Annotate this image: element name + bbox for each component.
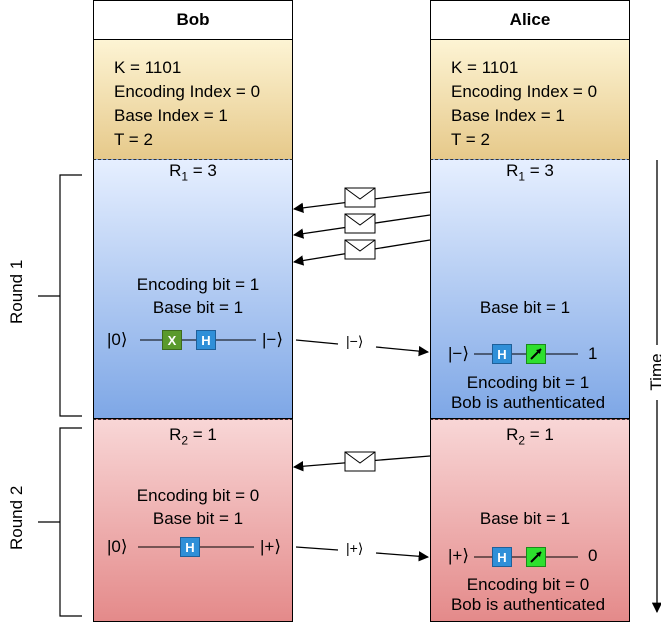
round1-label: Round 1 [7,259,26,324]
round2-qubit-message: |+⟩ [346,540,364,556]
alice-r2-base-bit: Base bit = 1 [479,509,571,528]
bob-param-base-index: Base Index = 1 [114,106,228,125]
alice-r1-auth: Bob is authenticated [450,393,606,412]
bob-r2-input-state: |0⟩ [107,537,128,556]
bob-r1-input-state: |0⟩ [107,330,128,349]
bob-param-encoding-index: Encoding Index = 0 [114,82,261,101]
bob-r1-output-state: |−⟩ [262,330,283,349]
alice-r1-label: R1 = 3 [506,161,554,184]
bob-r1-base-bit: Base bit = 1 [152,298,244,317]
envelope-icon [344,213,376,234]
alice-r1-input-state: |−⟩ [448,344,469,363]
round2-label: Round 2 [7,485,26,550]
bob-r1-label: R1 = 3 [169,161,217,184]
bob-param-t: T = 2 [114,130,153,149]
alice-r1-base-bit: Base bit = 1 [479,298,571,317]
bob-param-k: K = 1101 [114,58,182,77]
alice-round2-panel [430,419,630,622]
alice-r1-encoding-bit: Encoding bit = 1 [466,373,590,392]
alice-param-t: T = 2 [451,130,490,149]
h-gate-icon: H [180,537,200,557]
alice-r2-auth: Bob is authenticated [450,595,606,614]
h-gate-icon: H [492,547,512,567]
bob-params: K = 1101 Encoding Index = 0 Base Index =… [93,40,293,159]
bob-r2-encoding-bit: Encoding bit = 0 [136,486,260,505]
alice-r2-input-state: |+⟩ [448,546,469,565]
measurement-icon [526,344,546,364]
alice-r2-measurement: 0 [588,546,598,565]
bob-r2-base-bit: Base bit = 1 [152,509,244,528]
x-gate-icon: X [162,330,182,350]
bob-header: Bob [93,0,293,40]
bob-r2-label: R2 = 1 [169,425,217,448]
alice-param-k: K = 1101 [451,58,519,77]
bob-round1-panel [93,159,293,419]
alice-r1-measurement: 1 [588,344,598,363]
bob-round2-panel [93,419,293,622]
bob-r1-encoding-bit: Encoding bit = 1 [136,275,260,294]
alice-round1-panel [430,159,630,419]
bob-r2-output-state: |+⟩ [260,537,281,556]
alice-r2-encoding-bit: Encoding bit = 0 [466,575,590,594]
alice-params: K = 1101 Encoding Index = 0 Base Index =… [430,40,630,159]
h-gate-icon: H [492,344,512,364]
time-label: Time [647,353,661,391]
envelope-icon [344,239,376,260]
alice-header: Alice [430,0,630,40]
alice-r2-label: R2 = 1 [506,425,554,448]
envelope-icon [344,451,376,472]
measurement-icon [526,547,546,567]
envelope-icon [344,187,376,208]
alice-param-base-index: Base Index = 1 [451,106,565,125]
alice-param-encoding-index: Encoding Index = 0 [451,82,598,101]
h-gate-icon: H [196,330,216,350]
round1-qubit-message: |−⟩ [346,333,364,349]
